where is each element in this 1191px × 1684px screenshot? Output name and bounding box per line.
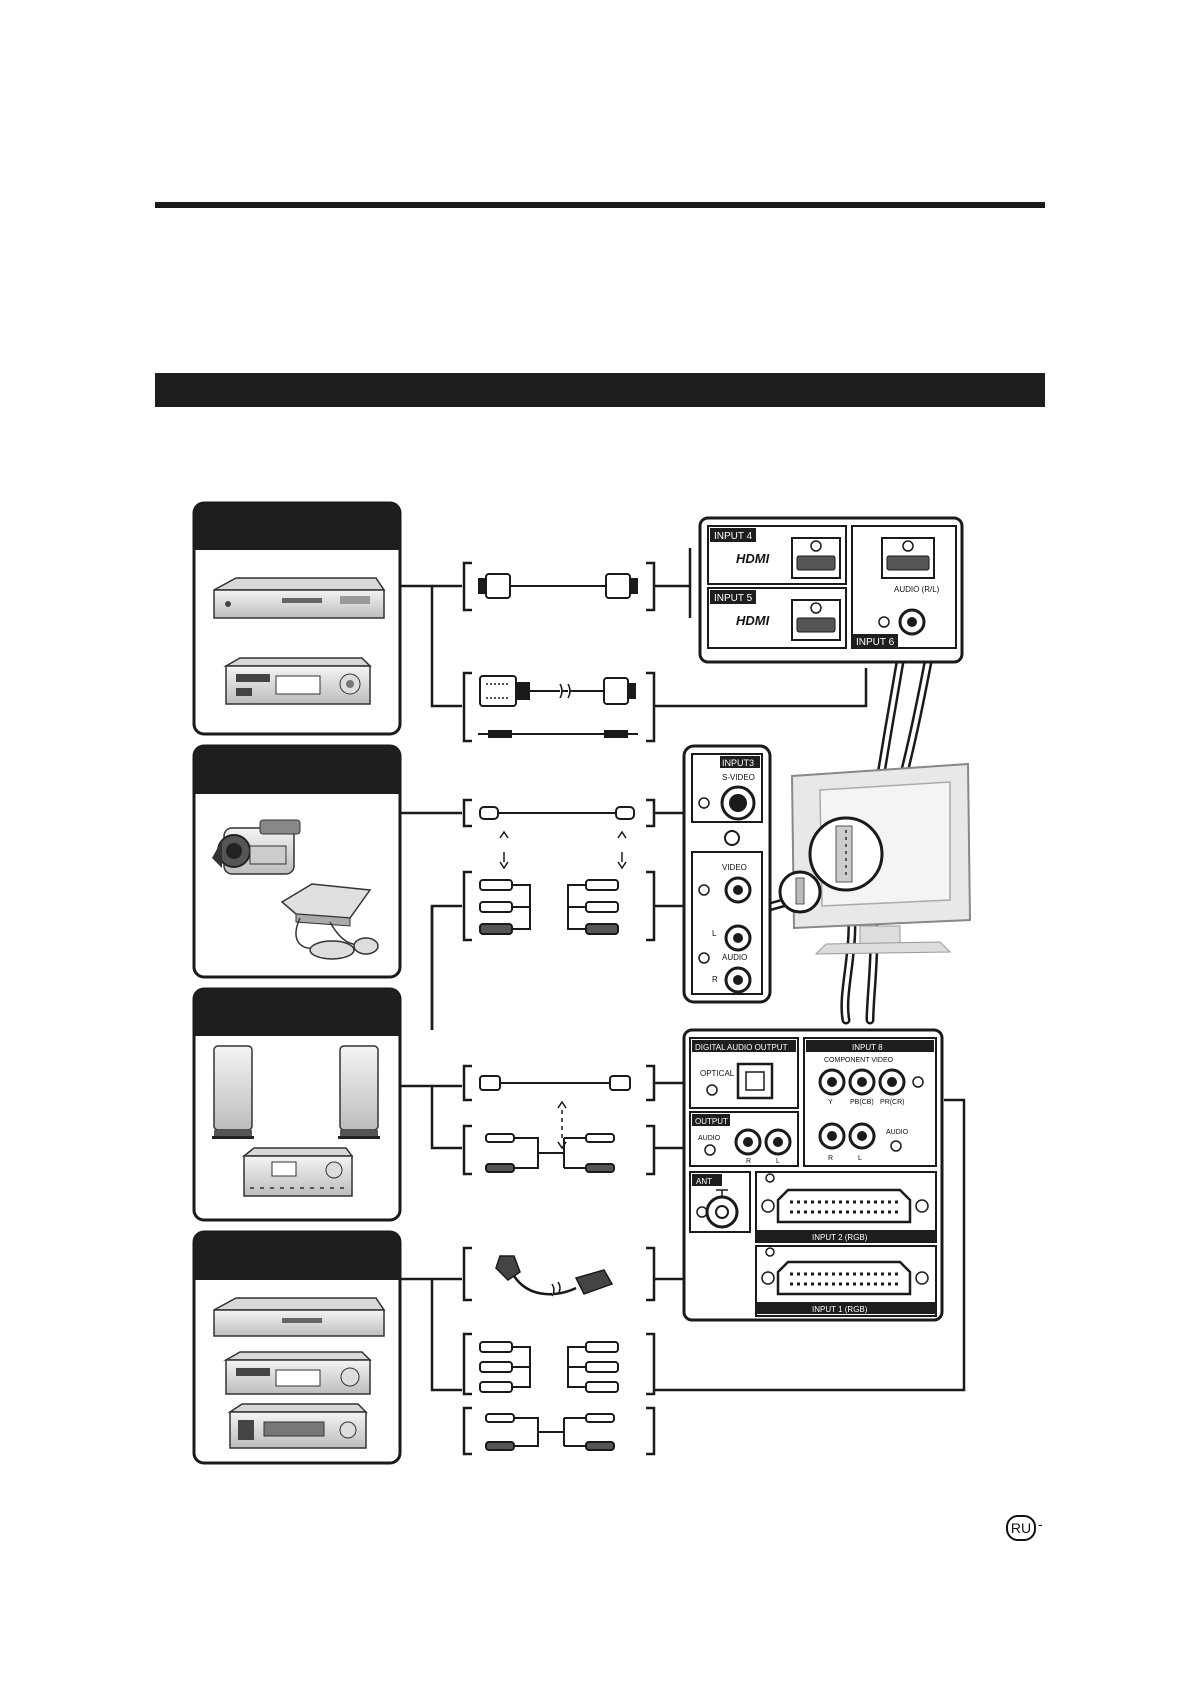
audio-l-label: L	[712, 929, 717, 938]
vcr-icon	[227, 1403, 368, 1449]
device-bus-lines	[400, 584, 462, 1392]
hdmi-logo-input5: HDMI	[736, 613, 770, 628]
input5-label: INPUT 5	[714, 593, 753, 604]
top-rule	[155, 202, 1045, 208]
rca-audio-cable	[485, 1133, 615, 1173]
output-audio-label: AUDIO	[698, 1135, 721, 1142]
input3-terminal-panel: INPUT3 S-VIDEO VIDEO L AUDIO R	[682, 744, 772, 1004]
panel-link-lines	[654, 548, 966, 1392]
tv-rear-illustration	[778, 762, 972, 955]
input3-label: INPUT3	[722, 758, 754, 768]
input4-label: INPUT 4	[714, 531, 753, 542]
rca-audio-cable-2	[485, 1413, 615, 1451]
device-panel-recorder-hdmi	[192, 501, 402, 736]
dvd-player-icon	[223, 1351, 372, 1395]
device-panel-recorders-scart	[192, 1230, 402, 1465]
component-cable	[479, 1341, 619, 1393]
component-pr-label: PR(CR)	[880, 1099, 905, 1106]
output-l-label: L	[776, 1158, 780, 1165]
speaker-left-icon	[212, 1045, 254, 1139]
optical-label: OPTICAL	[700, 1069, 735, 1078]
input2-rgb-label: INPUT 2 (RGB)	[812, 1233, 868, 1242]
input6-label: INPUT 6	[856, 637, 895, 648]
composite-av-cable	[479, 879, 619, 935]
speaker-right-icon	[338, 1045, 380, 1139]
output-r-label: R	[746, 1158, 751, 1165]
component-y-label: Y	[828, 1099, 833, 1106]
scart-cable	[495, 1255, 614, 1297]
component-video-label: COMPONENT VIDEO	[824, 1057, 894, 1064]
device-panel-camcorder-console	[192, 744, 402, 979]
input8-r-label: R	[828, 1155, 833, 1162]
device-panel-audio-system	[192, 987, 402, 1222]
dvd-recorder-icon	[213, 577, 386, 619]
input8-label: INPUT 8	[852, 1043, 883, 1052]
input8-l-label: L	[858, 1155, 862, 1162]
output-label: OUTPUT	[695, 1117, 728, 1126]
digital-audio-output-label: DIGITAL AUDIO OUTPUT	[695, 1043, 788, 1052]
game-console-icon	[280, 883, 379, 960]
dvd-recorder-icon-2	[213, 1297, 386, 1337]
s-video-label: S-VIDEO	[722, 773, 755, 782]
av-receiver-icon	[223, 657, 372, 705]
camcorder-icon	[212, 819, 301, 875]
video-label: VIDEO	[722, 863, 747, 872]
hdmi-logo-input4: HDMI	[736, 551, 770, 566]
ant-label: ANT	[696, 1177, 712, 1186]
hdmi-terminal-panel: INPUT 4 INPUT 5 INPUT 6 HDMI HDMI HDMI A…	[698, 516, 964, 664]
language-badge: RU	[1006, 1515, 1036, 1541]
rear-terminal-panel: DIGITAL AUDIO OUTPUT OPTICAL OUTPUT AUDI…	[682, 1028, 944, 1322]
optical-cable	[479, 1075, 631, 1150]
cable-brackets	[462, 561, 656, 1456]
audio-rl-label: AUDIO (R/L)	[894, 585, 940, 594]
page-number-dash: -	[1038, 1516, 1043, 1532]
hdmi-cable	[478, 573, 638, 599]
s-video-cable	[479, 806, 635, 870]
audio-label: AUDIO	[722, 953, 747, 962]
component-pb-label: PB(CB)	[850, 1099, 874, 1106]
audio-r-label: R	[712, 975, 718, 984]
section-header-bar	[155, 373, 1045, 407]
amplifier-icon	[241, 1147, 354, 1197]
input1-rgb-label: INPUT 1 (RGB)	[812, 1305, 868, 1314]
dvi-hdmi-cable	[478, 675, 638, 738]
input8-audio-label: AUDIO	[886, 1129, 909, 1136]
